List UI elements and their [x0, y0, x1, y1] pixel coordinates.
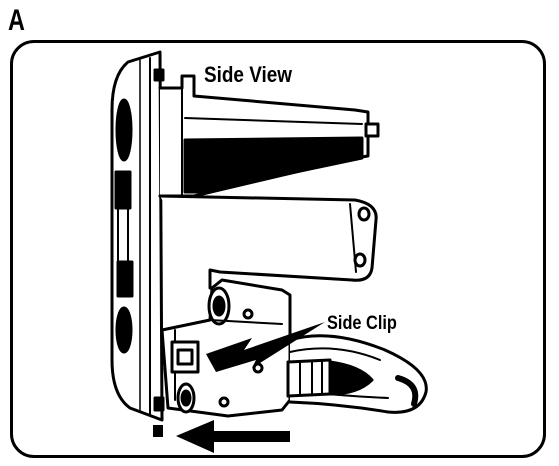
side-clip-arrow [206, 322, 325, 372]
push-arrow [176, 420, 290, 453]
side-view-label: Side View [204, 62, 292, 87]
side-clip-label: Side Clip [327, 313, 397, 334]
step-letter: A [8, 4, 25, 37]
faceplate [110, 50, 165, 437]
upper-arm [158, 74, 380, 198]
illustration-frame [10, 40, 546, 458]
cable-connector [286, 334, 428, 414]
middle-bracket [158, 194, 378, 290]
